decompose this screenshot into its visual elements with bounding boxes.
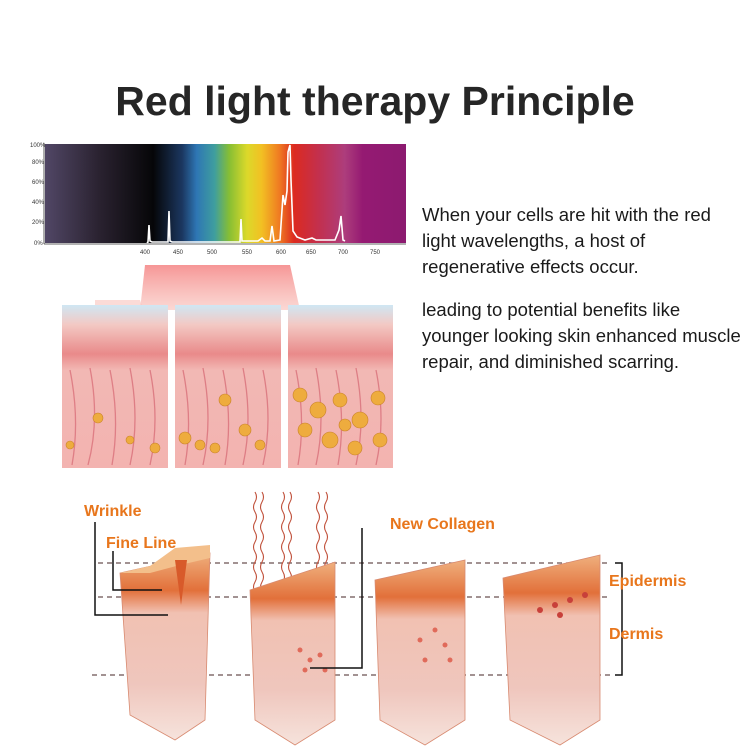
label-new-collagen: New Collagen (390, 516, 495, 533)
y-tick: 20% (32, 220, 45, 226)
y-tick: 0% (34, 241, 43, 247)
skin-block-3 (374, 559, 466, 746)
label-epidermis: Epidermis (609, 573, 687, 590)
y-tick: 60% (32, 180, 45, 186)
spectrum-bar (45, 144, 406, 243)
y-tick: 100% (30, 143, 46, 149)
label-fine-line: Fine Line (106, 535, 177, 552)
x-tick: 750 (370, 250, 381, 256)
y-tick: 80% (32, 160, 45, 166)
x-tick: 400 (140, 250, 151, 256)
skin-block-4 (502, 554, 601, 746)
y-tick: 40% (32, 200, 45, 206)
description-paragraph-2: leading to potential benefits like young… (422, 299, 741, 372)
x-tick: 450 (173, 250, 184, 256)
collagen-diagram (92, 491, 623, 746)
x-tick: 650 (306, 250, 317, 256)
x-tick: 600 (276, 250, 287, 256)
label-dermis: Dermis (609, 626, 664, 643)
callout-lines (94, 522, 623, 676)
skin-cross-sections (62, 305, 393, 468)
skin-block-2 (249, 561, 336, 746)
light-spectrum-chart: 100% 80% 60% 40% 20% 0% 400 450 500 550 … (30, 143, 406, 256)
page-title: Red light therapy Principle (115, 78, 635, 124)
x-tick: 500 (207, 250, 218, 256)
label-wrinkle: Wrinkle (84, 503, 142, 520)
y-axis-ticks: 100% 80% 60% 40% 20% 0% (30, 143, 46, 247)
skin-block-1 (119, 545, 211, 741)
x-tick: 700 (338, 250, 349, 256)
red-light-beam (140, 265, 300, 310)
description-paragraph-1: When your cells are hit with the red lig… (422, 204, 711, 277)
x-axis-ticks: 400 450 500 550 600 650 700 750 (140, 250, 381, 256)
emission-curve (146, 144, 346, 244)
x-tick: 550 (242, 250, 253, 256)
